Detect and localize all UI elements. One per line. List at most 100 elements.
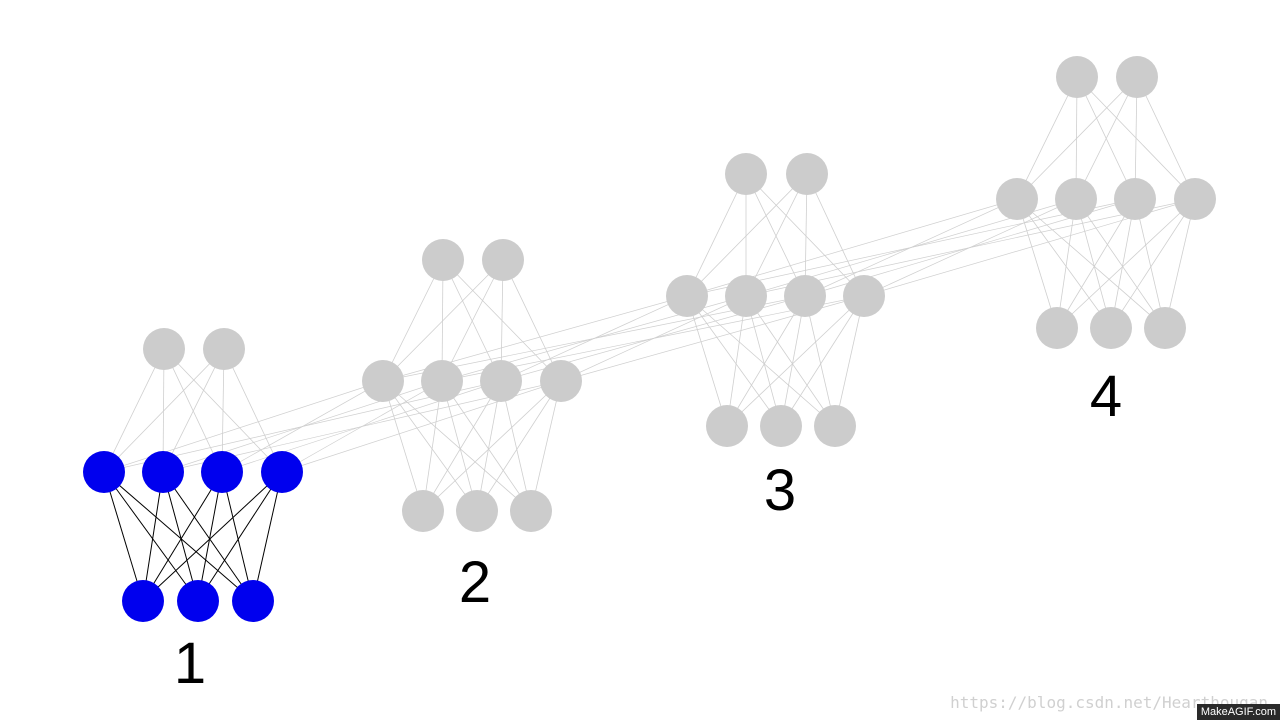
network-4-hidden-node: [1055, 178, 1097, 220]
edge-hidden-bottom: [142, 471, 223, 602]
edge-hidden-bottom: [500, 380, 532, 512]
inter-network-edge: [221, 380, 384, 473]
edge-hidden-bottom: [103, 471, 199, 602]
edge-top-hidden: [441, 259, 504, 382]
edge-top-hidden: [103, 348, 165, 473]
edge-hidden-bottom: [1075, 198, 1112, 329]
edge-top-hidden: [686, 173, 808, 297]
network-3-bottom-node: [760, 405, 802, 447]
edge-top-hidden: [745, 173, 806, 297]
network-3-hidden-node: [666, 275, 708, 317]
network-3-top-node: [786, 153, 828, 195]
inter-network-edge: [500, 295, 688, 382]
inter-network-edge: [103, 380, 384, 473]
network-label-1: 1: [174, 631, 206, 696]
edge-hidden-bottom: [726, 295, 865, 427]
edge-hidden-bottom: [142, 471, 164, 602]
network-3-bottom-node: [814, 405, 856, 447]
nodes: [83, 56, 1216, 622]
edge-hidden-bottom: [780, 295, 806, 427]
edge-top-hidden: [1016, 76, 1078, 200]
network-1-hidden-node: [142, 451, 184, 493]
edge-hidden-bottom: [745, 295, 836, 427]
edge-hidden-bottom: [162, 471, 254, 602]
edge-hidden-bottom: [726, 295, 747, 427]
network-2-hidden-node: [362, 360, 404, 402]
edge-hidden-bottom: [441, 380, 478, 512]
network-3-hidden-node: [784, 275, 826, 317]
edge-hidden-bottom: [1016, 198, 1166, 329]
network-labels: 1 2 3 4: [174, 364, 1122, 696]
edge-hidden-bottom: [103, 471, 254, 602]
edge-top-hidden: [1075, 76, 1138, 200]
network-1-top-node: [143, 328, 185, 370]
edge-top-hidden: [1076, 76, 1136, 200]
edge-hidden-bottom: [1075, 198, 1166, 329]
edge-hidden-bottom: [1134, 198, 1166, 329]
network-label-4: 4: [1090, 364, 1122, 429]
network-4-hidden-node: [1114, 178, 1156, 220]
edge-top-hidden: [103, 348, 225, 473]
edge-hidden-bottom: [103, 471, 144, 602]
network-3-hidden-node: [843, 275, 885, 317]
edge-hidden-bottom: [382, 380, 424, 512]
edge-hidden-bottom: [1056, 198, 1077, 329]
network-2-bottom-node: [456, 490, 498, 532]
edge-top-hidden: [806, 173, 865, 297]
edge-top-hidden: [382, 259, 504, 382]
network-2-top-node: [422, 239, 464, 281]
network-2-bottom-node: [510, 490, 552, 532]
network-4-bottom-node: [1144, 307, 1186, 349]
network-1-bottom-node: [232, 580, 274, 622]
edge-hidden-bottom: [221, 471, 254, 602]
network-2-hidden-node: [480, 360, 522, 402]
inter-network-edge: [281, 380, 443, 473]
edge-hidden-bottom: [1056, 198, 1136, 329]
edge-hidden-bottom: [834, 295, 865, 427]
network-4-bottom-node: [1090, 307, 1132, 349]
edge-hidden-bottom: [804, 295, 836, 427]
edge-hidden-bottom: [745, 295, 782, 427]
network-1-hidden-node: [201, 451, 243, 493]
network-3-hidden-node: [725, 275, 767, 317]
edge-hidden-bottom: [1016, 198, 1112, 329]
network-4-top-node: [1056, 56, 1098, 98]
edge-hidden-bottom: [686, 295, 782, 427]
network-2-bottom-node: [402, 490, 444, 532]
edge-hidden-bottom: [422, 380, 562, 512]
edge-hidden-bottom: [1164, 198, 1196, 329]
edge-top-hidden: [163, 348, 223, 473]
edge-top-hidden: [382, 259, 444, 382]
edge-top-hidden: [1136, 76, 1196, 200]
edge-hidden-bottom: [530, 380, 562, 512]
inter-network-edge: [560, 295, 747, 382]
network-1-bottom-node: [177, 580, 219, 622]
inter-network-edges: [103, 198, 1196, 473]
network-4-bottom-node: [1036, 307, 1078, 349]
network-label-3: 3: [764, 458, 796, 523]
edge-hidden-bottom: [382, 380, 478, 512]
edge-top-hidden: [1016, 76, 1138, 200]
edge-hidden-bottom: [1016, 198, 1058, 329]
network-4-hidden-node: [996, 178, 1038, 220]
network-1-hidden-node: [261, 451, 303, 493]
edge-hidden-bottom: [686, 295, 728, 427]
edge-hidden-bottom: [252, 471, 283, 602]
edge-top-hidden: [686, 173, 747, 297]
edge-hidden-bottom: [476, 380, 562, 512]
edge-hidden-bottom: [686, 295, 836, 427]
edge-hidden-bottom: [197, 471, 223, 602]
edge-hidden-bottom: [780, 295, 865, 427]
network-4-top-node: [1116, 56, 1158, 98]
network-label-2: 2: [459, 550, 491, 615]
edge-hidden-bottom: [422, 380, 502, 512]
edge-top-hidden: [502, 259, 562, 382]
watermark-url: https://blog.csdn.net/Hearthougan: [950, 693, 1268, 712]
edge-hidden-bottom: [1110, 198, 1196, 329]
network-4-hidden-node: [1174, 178, 1216, 220]
edge-top-hidden: [442, 259, 502, 382]
edge-hidden-bottom: [441, 380, 532, 512]
network-1-hidden-node: [83, 451, 125, 493]
network-3-top-node: [725, 153, 767, 195]
